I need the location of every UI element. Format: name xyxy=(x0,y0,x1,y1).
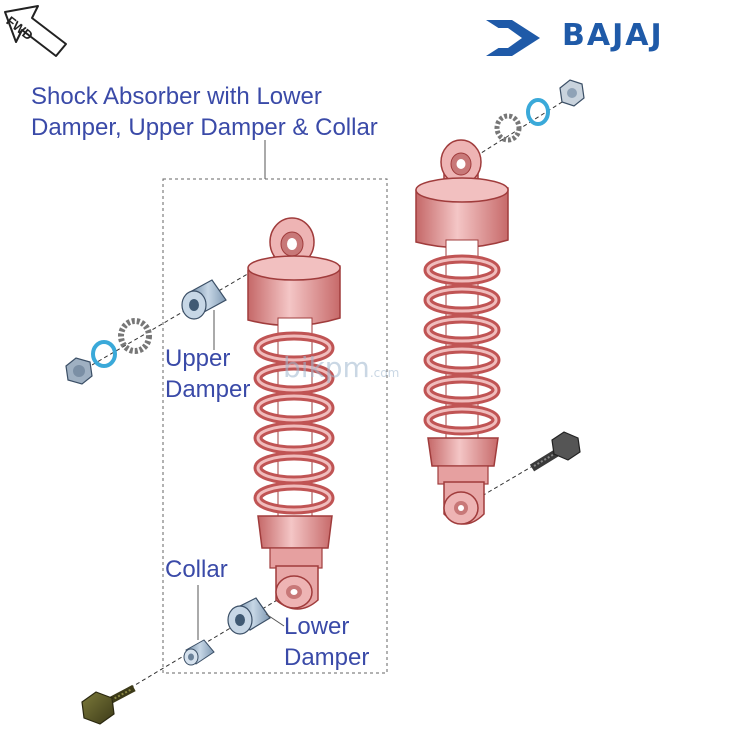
right-upper-washer-grey xyxy=(494,113,522,143)
watermark-suffix: .com xyxy=(369,366,400,380)
lower-damper-label-line-1: Lower xyxy=(284,613,350,640)
brand-name: BAJAJ xyxy=(562,18,664,53)
upper-damper-label-line-1: Upper xyxy=(165,345,231,372)
upper-nut xyxy=(65,357,93,385)
fwd-arrow-icon xyxy=(4,5,67,57)
diagram-title-line-2: Damper, Upper Damper & Collar xyxy=(31,114,378,141)
right-upper-nut xyxy=(559,79,585,107)
watermark: bikpm.com xyxy=(283,353,399,388)
bajaj-emblem-icon xyxy=(486,20,540,56)
watermark-main: bikpm xyxy=(283,351,370,384)
diagram-title-line-1: Shock Absorber with Lower xyxy=(31,83,322,110)
lower-damper-part xyxy=(227,597,271,635)
assembly-bounding-box xyxy=(162,178,388,674)
upper-damper-part xyxy=(181,279,227,320)
lower-bolt xyxy=(81,684,136,725)
right-upper-washer-blue xyxy=(526,98,550,126)
right-shock-absorber xyxy=(415,139,509,525)
collar-label: Collar xyxy=(165,556,228,583)
upper-washer-grey xyxy=(118,318,152,354)
left-shock-absorber xyxy=(247,217,341,610)
upper-damper-label-line-2: Damper xyxy=(165,376,251,403)
upper-washer-blue xyxy=(91,340,117,368)
collar-part xyxy=(183,639,215,666)
right-lower-bolt xyxy=(529,431,581,472)
lower-damper-label-line-2: Damper xyxy=(284,644,370,671)
label-leader-lines xyxy=(197,310,285,640)
